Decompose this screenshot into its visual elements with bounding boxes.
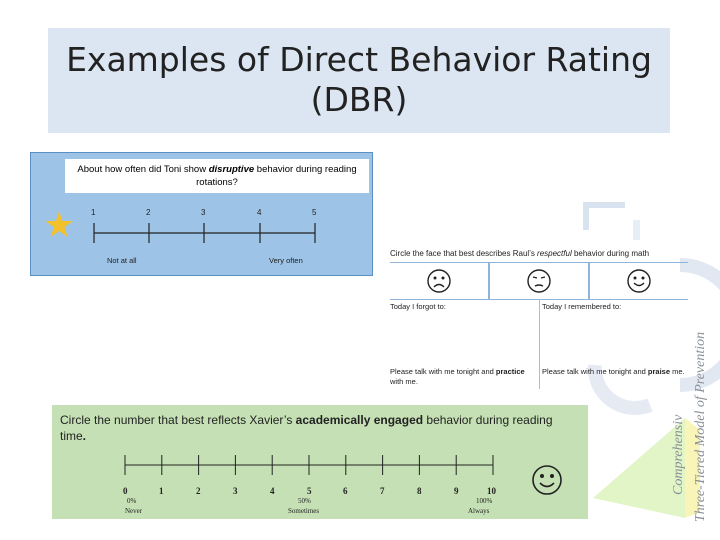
smile-face-option[interactable] [590, 263, 688, 299]
face-divider [488, 263, 490, 299]
card3-pct-mid: 50% [298, 497, 311, 505]
card1-scale-2[interactable]: 2 [146, 208, 151, 217]
card3-pct-high: 100% [476, 497, 493, 505]
card3-label-always: Always [468, 507, 490, 515]
neutral-face-option[interactable] [490, 263, 588, 299]
smile-face-icon [627, 269, 651, 293]
card3-scale-10[interactable]: 10 [487, 486, 496, 496]
praise-note: Please talk with me tonight and praise m… [542, 367, 685, 376]
dbr-card-respectful: Circle the face that best describes Raul… [390, 242, 690, 389]
card2-instruction: Circle the face that best describes Raul… [390, 249, 650, 258]
card3-scale-7[interactable]: 7 [380, 486, 385, 496]
card3-scale-line [124, 455, 494, 475]
face-divider [588, 263, 590, 299]
card1-scale-4[interactable]: 4 [257, 208, 262, 217]
dbr-card-engaged: Circle the number that best reflects Xav… [52, 405, 588, 519]
card1-scale-3[interactable]: 3 [201, 208, 206, 217]
side-text-three-tiered: Three-Tiered Model of Prevention [693, 331, 708, 522]
card3-scale-0[interactable]: 0 [123, 486, 128, 496]
card3-scale-9[interactable]: 9 [454, 486, 459, 496]
neutral-face-icon [527, 269, 551, 293]
star-icon: ★ [43, 204, 76, 245]
card1-low-label: Not at all [107, 256, 137, 265]
face-rating-row [390, 262, 688, 300]
practice-note: Please talk with me tonight and practice… [390, 367, 525, 386]
frown-face-option[interactable] [390, 263, 488, 299]
card3-scale-6[interactable]: 6 [343, 486, 348, 496]
forgot-label: Today I forgot to: [390, 302, 446, 311]
card3-label-sometimes: Sometimes [288, 507, 320, 515]
card3-scale-2[interactable]: 2 [196, 486, 201, 496]
card1-emphasis: disruptive [208, 164, 255, 175]
card1-scale-line [93, 223, 316, 243]
card1-scale-1[interactable]: 1 [91, 208, 96, 217]
page-title: Examples of Direct Behavior Rating [66, 40, 652, 79]
card2-emphasis: respectful [537, 249, 572, 258]
card3-question: Circle the number that best reflects Xav… [60, 413, 553, 443]
card1-high-label: Very often [269, 256, 303, 265]
card2-column-divider [539, 299, 540, 389]
page-title-abbrev: (DBR) [310, 80, 408, 119]
dbr-card-disruptive: About how often did Toni show disruptive… [30, 152, 373, 276]
frown-face-icon [427, 269, 451, 293]
background-logo: Comprehensiv Three-Tiered Model of Preve… [575, 180, 720, 525]
card3-scale-3[interactable]: 3 [233, 486, 238, 496]
remembered-label: Today I remembered to: [542, 302, 622, 311]
card3-scale-5[interactable]: 5 [307, 486, 312, 496]
card3-label-never: Never [125, 507, 143, 515]
card3-scale-4[interactable]: 4 [270, 486, 275, 496]
card1-scale-5[interactable]: 5 [312, 208, 317, 217]
card3-scale-8[interactable]: 8 [417, 486, 422, 496]
card3-pct-low: 0% [127, 497, 137, 505]
smile-face-icon [532, 465, 562, 495]
card1-question: About how often did Toni show disruptive… [65, 159, 369, 193]
title-box: Examples of Direct Behavior Rating (DBR) [48, 28, 670, 133]
card3-scale-1[interactable]: 1 [159, 486, 164, 496]
card3-emphasis: academically engaged [295, 413, 424, 427]
logo-graphic-icon [583, 202, 720, 518]
side-text-comprehensive: Comprehensiv [671, 414, 686, 495]
